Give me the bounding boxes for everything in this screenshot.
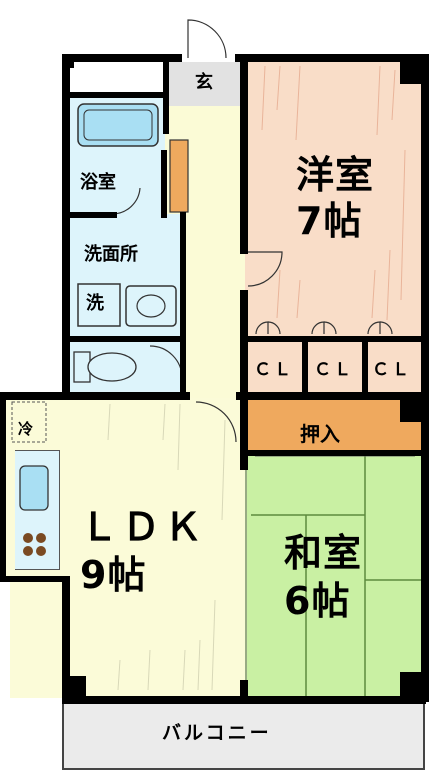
wall-bath-right [161,150,167,218]
wall-ldk-top-left [0,392,190,400]
closet-label-1: ＣＬ [254,360,294,380]
wall-ldk-jp-divider [240,400,248,470]
wall-closet-div-1 [302,336,308,398]
balcony-label: バルコニー [162,722,272,744]
pillar-mid-right [400,398,426,422]
japanese-room-size: 6帖 [284,579,351,623]
wall-top-left [62,54,182,62]
entrance-area [165,62,245,106]
wall-kitchen-step [0,576,70,582]
wall-bottom [62,696,426,704]
wall-hall-right-lower [240,290,248,400]
kitchen-bump-out [3,398,15,578]
western-room-area [245,60,423,338]
wall-wash-bottom [62,336,186,342]
closet-strip [245,338,423,398]
pillar-top-right [400,54,426,84]
wall-ldk-top-right [236,392,426,400]
pillar-bottom-left [62,676,86,704]
western-room-size: 7帖 [296,199,363,243]
japanese-room-area [245,453,423,698]
oshiire-label: 押入 [300,422,340,446]
wall-hall-left-upper [163,54,169,134]
western-room-name: 洋室 [296,153,375,197]
wall-outer-right [421,54,429,702]
washroom-label: 洗面所 [84,244,138,265]
closet-label-3: ＣＬ [372,360,412,380]
oshiire-area [245,398,423,453]
wall-outer-left-lower [62,576,70,704]
wall-top-right [235,54,425,62]
wall-outer-left-ldk [0,392,6,582]
wall-bath-bottom [62,212,117,218]
wall-western-bottom [240,336,426,342]
washer-label: 洗 [86,293,104,314]
wall-oshiire-bottom [240,450,426,456]
japanese-room-name: 和室 [284,531,363,575]
bathroom-label: 浴室 [80,172,116,193]
wall-top-storage-bottom [62,92,168,98]
entrance-label: 玄 [195,72,213,93]
wall-outer-left-upper [62,54,70,398]
wall-closet-div-2 [362,336,368,398]
ldk-size: 9帖 [80,553,147,597]
fridge-label: 冷 [18,420,34,438]
wall-wash-right [180,212,186,342]
wall-hall-right [240,54,248,254]
closet-label-2: ＣＬ [314,360,354,380]
pillar-top-left [62,54,74,68]
wall-toilet-right [180,342,186,398]
storage-top-left [70,62,165,94]
pillar-bottom-right [400,672,426,704]
wall-ldk-jp-divider-low [240,680,248,704]
ldk-name: ＬＤＫ [80,505,207,549]
